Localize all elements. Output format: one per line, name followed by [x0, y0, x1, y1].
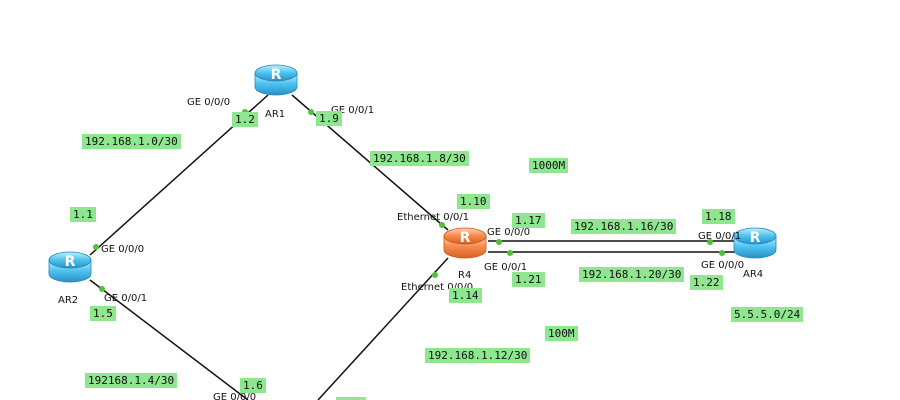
port-label-ar4-ge001: GE 0/0/1 [698, 231, 741, 242]
port-label-ar1-ge000: GE 0/0/0 [187, 97, 230, 108]
note-net-ar1-r4: 192.168.1.8/30 [370, 151, 469, 166]
link-r4-bottom [317, 257, 449, 400]
port-label-bottom-ge000: GE 0/0/0 [213, 392, 256, 400]
router-ar2[interactable]: R [48, 251, 92, 283]
note-ip-1-22: 1.22 [690, 275, 723, 290]
port-dot-ar2-ge001[interactable] [99, 286, 105, 292]
router-r4[interactable]: R [443, 227, 487, 259]
port-dot-r4-ge001[interactable] [507, 250, 513, 256]
note-net-5-5: 5.5.5.0/24 [731, 307, 804, 322]
port-dot-ar4-ge001[interactable] [707, 239, 713, 245]
note-net-20: 192.168.1.20/30 [579, 267, 685, 282]
port-dot-ar4-ge000[interactable] [719, 250, 725, 256]
port-dots [93, 109, 725, 292]
note-partial-bottom [336, 397, 366, 400]
port-dot-ar2-ge000[interactable] [93, 244, 99, 250]
links [89, 94, 740, 400]
port-label-r4-ge000: GE 0/0/0 [487, 227, 530, 238]
port-dot-r4-eth001[interactable] [439, 222, 445, 228]
port-dot-r4-eth000[interactable] [432, 272, 438, 278]
note-ip-1-9: 1.9 [316, 111, 342, 126]
port-label-r4-ge001: GE 0/0/1 [484, 262, 527, 273]
note-bw-1000m: 1000M [529, 158, 569, 173]
port-label-ar4-ge000: GE 0/0/0 [701, 260, 744, 271]
note-net-ar1-ar2: 192.168.1.0/30 [82, 134, 181, 149]
note-net-16: 192.168.1.16/30 [571, 219, 677, 234]
link-ar2-bottom [89, 279, 249, 400]
note-ip-1-5: 1.5 [90, 306, 116, 321]
note-ip-1-21: 1.21 [512, 272, 545, 287]
port-label-ar2-ge001: GE 0/0/1 [104, 293, 147, 304]
router-icon: R [65, 254, 76, 270]
note-ip-1-18: 1.18 [702, 209, 735, 224]
router-name-ar1: AR1 [265, 109, 285, 120]
note-ip-1-2: 1.2 [232, 112, 258, 127]
note-net-12: 192.168.1.12/30 [425, 348, 531, 363]
note-ip-1-10: 1.10 [457, 194, 490, 209]
router-icon: R [271, 67, 282, 83]
note-ip-1-1: 1.1 [70, 207, 96, 222]
port-label-r4-eth000: Ethernet 0/0/0 [401, 282, 473, 293]
note-bw-100m: 100M [545, 326, 578, 341]
router-ar4[interactable]: R [733, 227, 777, 259]
note-ip-1-14: 1.14 [449, 288, 482, 303]
router-icon: R [750, 230, 761, 246]
router-name-ar2: AR2 [58, 295, 78, 306]
router-name-r4: R4 [458, 270, 471, 281]
port-label-r4-eth001: Ethernet 0/0/1 [397, 212, 469, 223]
port-dot-r4-ge000[interactable] [496, 239, 502, 245]
router-name-ar4: AR4 [743, 269, 763, 280]
port-label-ar1-ge001: GE 0/0/1 [331, 105, 374, 116]
note-ip-1-6: 1.6 [240, 378, 266, 393]
note-ip-1-17: 1.17 [512, 213, 545, 228]
port-label-ar2-ge000: GE 0/0/0 [101, 244, 144, 255]
router-ar1[interactable]: R [254, 64, 298, 96]
note-net-4: 192168.1.4/30 [85, 373, 178, 388]
port-dot-ar1-ge001[interactable] [308, 109, 314, 115]
router-icon: R [460, 230, 471, 246]
